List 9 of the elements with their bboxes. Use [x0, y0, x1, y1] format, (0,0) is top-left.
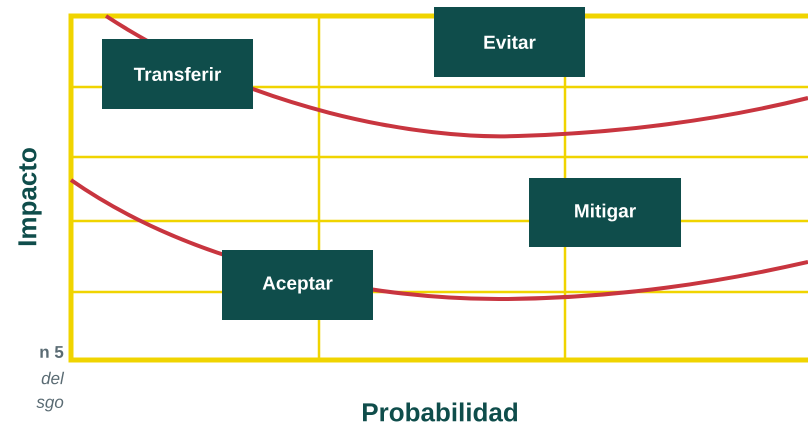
caption-fragment: del [42, 372, 64, 384]
axis-label: Impacto [18, 148, 42, 246]
strategy-box: Mitigar [529, 178, 681, 247]
strategy-box: Transferir [102, 39, 253, 109]
caption-fragment: n 5 [40, 346, 64, 358]
axis-label: Probabilidad [363, 402, 518, 422]
caption-fragment: sgo [36, 398, 64, 412]
strategy-box: Evitar [434, 7, 585, 77]
strategy-box: Aceptar [222, 250, 373, 320]
